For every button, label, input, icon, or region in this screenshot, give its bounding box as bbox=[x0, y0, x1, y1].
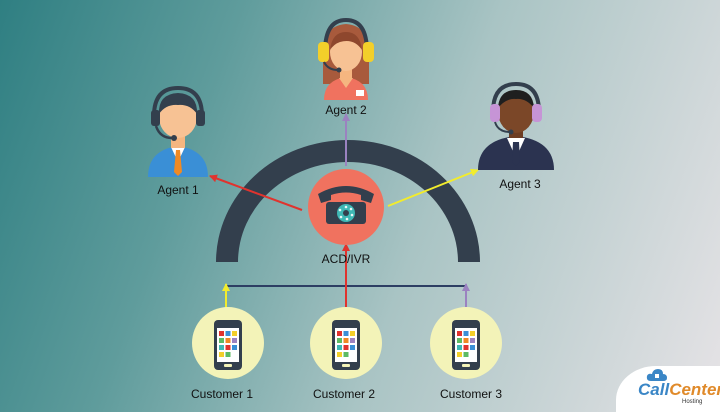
agent-male-headset-icon bbox=[148, 85, 208, 177]
arrow-to-agent-1 bbox=[209, 174, 303, 211]
customer-1-label: Customer 1 bbox=[190, 387, 254, 401]
arrow-to-agent-3 bbox=[387, 168, 479, 207]
routing-arch bbox=[216, 140, 480, 262]
smartphone-icon bbox=[214, 320, 242, 370]
hub-node bbox=[308, 169, 384, 245]
agent-2-label: Agent 2 bbox=[325, 103, 367, 117]
hub-label: ACD/IVR bbox=[321, 252, 371, 266]
logo-part-2: Center bbox=[669, 380, 720, 399]
telephone-icon bbox=[318, 186, 374, 224]
cloud-icon bbox=[646, 369, 667, 381]
customer-2-node bbox=[310, 307, 382, 379]
smartphone-icon bbox=[452, 320, 480, 370]
agent-3-label: Agent 3 bbox=[499, 177, 541, 191]
customer-1-node bbox=[192, 307, 264, 379]
callcenter-hosting-logo: CallCenter Hosting bbox=[616, 366, 720, 412]
customer-2-label: Customer 2 bbox=[312, 387, 376, 401]
agent-1-label: Agent 1 bbox=[157, 183, 199, 197]
customer-3-label: Customer 3 bbox=[439, 387, 503, 401]
smartphone-icon bbox=[332, 320, 360, 370]
agent-female-headset-icon bbox=[318, 17, 374, 100]
agent-dark-skin-headset-icon bbox=[478, 81, 554, 170]
customer-3-node bbox=[430, 307, 502, 379]
logo-wordmark: CallCenter bbox=[638, 380, 720, 400]
logo-subtitle: Hosting bbox=[682, 399, 703, 405]
logo-part-1: Call bbox=[638, 380, 670, 399]
